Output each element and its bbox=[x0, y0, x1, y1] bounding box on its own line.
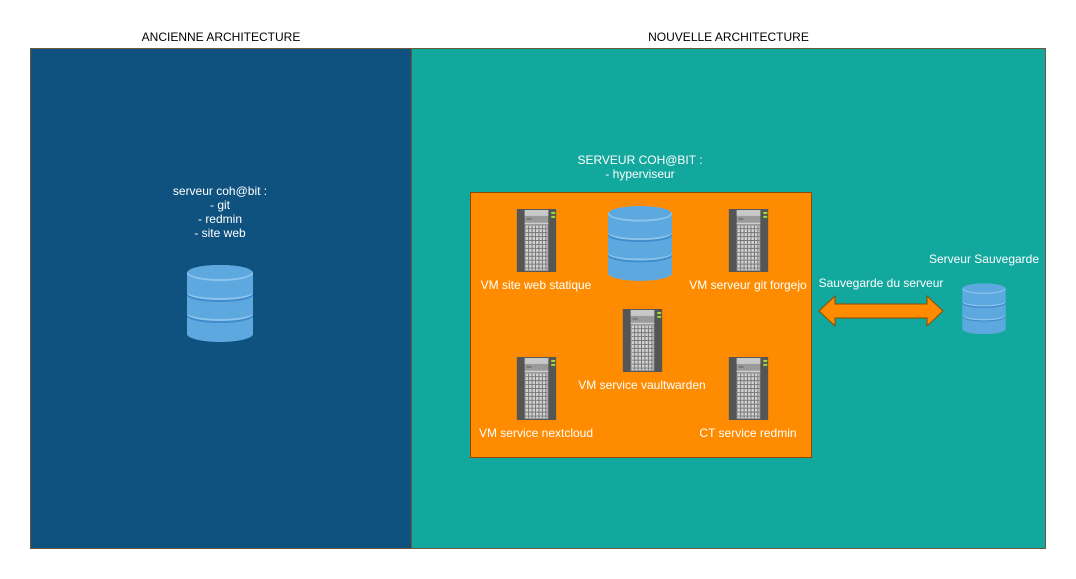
ct-redmin-server-icon[interactable] bbox=[728, 357, 769, 420]
vm-vaultwarden-server-icon[interactable] bbox=[622, 309, 663, 372]
vm-git-forgejo-server-icon[interactable] bbox=[728, 209, 769, 272]
backup-server-database-icon[interactable] bbox=[961, 281, 1007, 336]
old-server-label-line: - git bbox=[209, 198, 230, 212]
old-server-database-icon[interactable] bbox=[185, 262, 255, 344]
new-architecture-title: NOUVELLE ARCHITECTURE bbox=[648, 30, 809, 44]
hypervisor-database-icon[interactable] bbox=[606, 202, 674, 284]
old-server-label-line: serveur coh@bit : bbox=[172, 184, 268, 198]
ct-redmin-label: CT service redmin bbox=[699, 426, 797, 440]
double-arrow-icon[interactable] bbox=[817, 294, 945, 328]
backup-server-label: Serveur Sauvegarde bbox=[928, 252, 1040, 266]
old-server-label-line: - redmin bbox=[197, 212, 242, 226]
hypervisor-label-line: SERVEUR COH@BIT : bbox=[577, 153, 703, 167]
old-server-label-line: - site web bbox=[194, 226, 246, 240]
vm-nextcloud-server-icon[interactable] bbox=[516, 357, 557, 420]
vm-nextcloud-label: VM service nextcloud bbox=[478, 426, 594, 440]
old-server-label: serveur coh@bit : - git - redmin - site … bbox=[120, 184, 320, 240]
hypervisor-label: SERVEUR COH@BIT : - hyperviseur bbox=[540, 153, 740, 181]
vm-vaultwarden-label: VM service vaultwarden bbox=[578, 378, 706, 392]
hypervisor-label-line: - hyperviseur bbox=[605, 167, 675, 181]
vm-site-web-label: VM site web statique bbox=[480, 278, 592, 292]
old-architecture-title: ANCIENNE ARCHITECTURE bbox=[141, 30, 301, 44]
backup-link-label: Sauvegarde du serveur bbox=[818, 276, 944, 290]
vm-site-web-server-icon[interactable] bbox=[516, 209, 557, 272]
vm-git-forgejo-label: VM serveur git forgejo bbox=[689, 278, 807, 292]
